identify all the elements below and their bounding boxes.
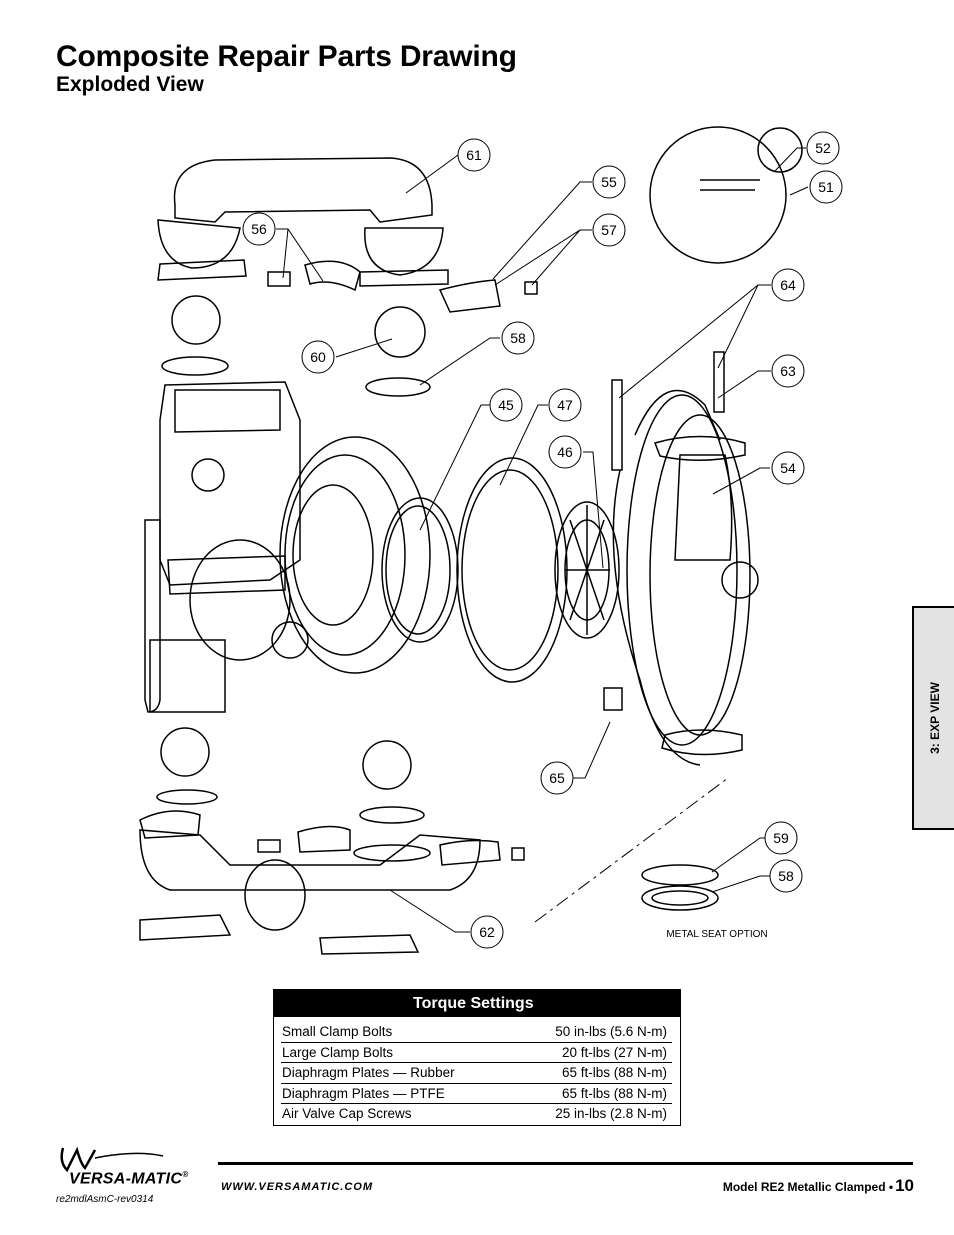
svg-text:58: 58 xyxy=(510,330,526,346)
callout-64: 64 xyxy=(771,268,805,302)
table-row: Small Clamp Bolts 50 in-lbs (5.6 N-m) xyxy=(281,1022,672,1043)
svg-text:52: 52 xyxy=(815,140,831,156)
svg-text:65: 65 xyxy=(549,770,565,786)
svg-text:63: 63 xyxy=(780,363,796,379)
callout-45: 45 xyxy=(489,388,523,422)
svg-text:62: 62 xyxy=(479,924,495,940)
torque-value: 20 ft-lbs (27 N-m) xyxy=(561,1044,667,1060)
svg-text:57: 57 xyxy=(601,222,617,238)
svg-text:59: 59 xyxy=(773,830,789,846)
leader-lines xyxy=(276,147,809,933)
torque-value: 50 in-lbs (5.6 N-m) xyxy=(555,1024,667,1039)
callout-62: 62 xyxy=(470,915,504,949)
torque-value: 65 ft-lbs (88 N-m) xyxy=(561,1065,667,1080)
torque-settings-table: Torque Settings Small Clamp Bolts 50 in-l… xyxy=(273,989,681,1126)
svg-text:61: 61 xyxy=(466,147,482,163)
svg-text:51: 51 xyxy=(818,179,834,195)
table-row: Large Clamp Bolts 20 ft-lbs (27 N-m) xyxy=(281,1043,672,1063)
callout-65: 65 xyxy=(540,761,574,795)
callout-54: 54 xyxy=(771,451,805,485)
exploded-view-drawing: 61 55 57 56 52 51 64 63 60 58 45 47 46 5… xyxy=(139,126,843,955)
page-number: 10 xyxy=(895,1176,914,1195)
callout-52: 52 xyxy=(806,131,840,165)
svg-text:58: 58 xyxy=(778,868,794,884)
page-subtitle: Exploded View xyxy=(56,73,204,96)
svg-text:60: 60 xyxy=(310,349,326,365)
svg-text:55: 55 xyxy=(601,174,617,190)
website-link[interactable]: WWW.VERSAMATIC.COM xyxy=(221,1181,374,1193)
callout-60: 60 xyxy=(301,340,335,374)
brand-name: VERSA-MATIC® xyxy=(69,1170,189,1188)
pump-parts-illustration xyxy=(139,126,803,955)
callout-57: 57 xyxy=(592,213,626,247)
table-row: Diaphragm Plates — PTFE 65 ft-lbs (88 N-m… xyxy=(281,1084,672,1104)
torque-item: Large Clamp Bolts xyxy=(282,1044,394,1060)
table-row: Diaphragm Plates — Rubber 65 ft-lbs (88 N… xyxy=(281,1063,672,1084)
torque-table-title: Torque Settings xyxy=(274,990,680,1017)
svg-text:46: 46 xyxy=(557,444,573,460)
callout-61: 61 xyxy=(457,138,491,172)
svg-text:54: 54 xyxy=(780,460,796,476)
versa-matic-logo-icon xyxy=(60,1146,164,1173)
callout-46: 46 xyxy=(548,435,582,469)
footer-divider xyxy=(218,1162,913,1165)
torque-value: 65 ft-lbs (88 N-m) xyxy=(561,1085,667,1101)
torque-item: Diaphragm Plates — PTFE xyxy=(282,1085,445,1101)
callout-47: 47 xyxy=(548,388,582,422)
svg-text:56: 56 xyxy=(251,221,267,237)
callout-56: 56 xyxy=(242,212,276,246)
callout-63: 63 xyxy=(771,354,805,388)
torque-item: Diaphragm Plates — Rubber xyxy=(282,1065,455,1080)
section-tab[interactable]: 3: EXP VIEW xyxy=(912,606,954,830)
torque-value: 25 in-lbs (2.8 N-m) xyxy=(555,1106,667,1121)
center-line xyxy=(534,777,729,923)
document-code: re2mdlAsmC-rev0314 xyxy=(56,1194,154,1205)
torque-item: Air Valve Cap Screws xyxy=(282,1106,412,1121)
callout-51: 51 xyxy=(809,170,843,204)
callout-58-bottom: 58 xyxy=(769,859,803,893)
page-title: Composite Repair Parts Drawing xyxy=(56,40,517,73)
svg-text:47: 47 xyxy=(557,397,573,413)
model-page-label: Model RE2 Metallic Clamped •10 xyxy=(722,1176,914,1195)
metal-seat-option-label: METAL SEAT OPTION xyxy=(666,929,767,940)
svg-text:64: 64 xyxy=(780,277,796,293)
callout-59: 59 xyxy=(764,821,798,855)
callout-58-top: 58 xyxy=(501,321,535,355)
table-row: Air Valve Cap Screws 25 in-lbs (2.8 N-m) xyxy=(281,1104,672,1125)
callout-55: 55 xyxy=(592,165,626,199)
torque-item: Small Clamp Bolts xyxy=(282,1024,393,1039)
svg-text:45: 45 xyxy=(498,397,514,413)
